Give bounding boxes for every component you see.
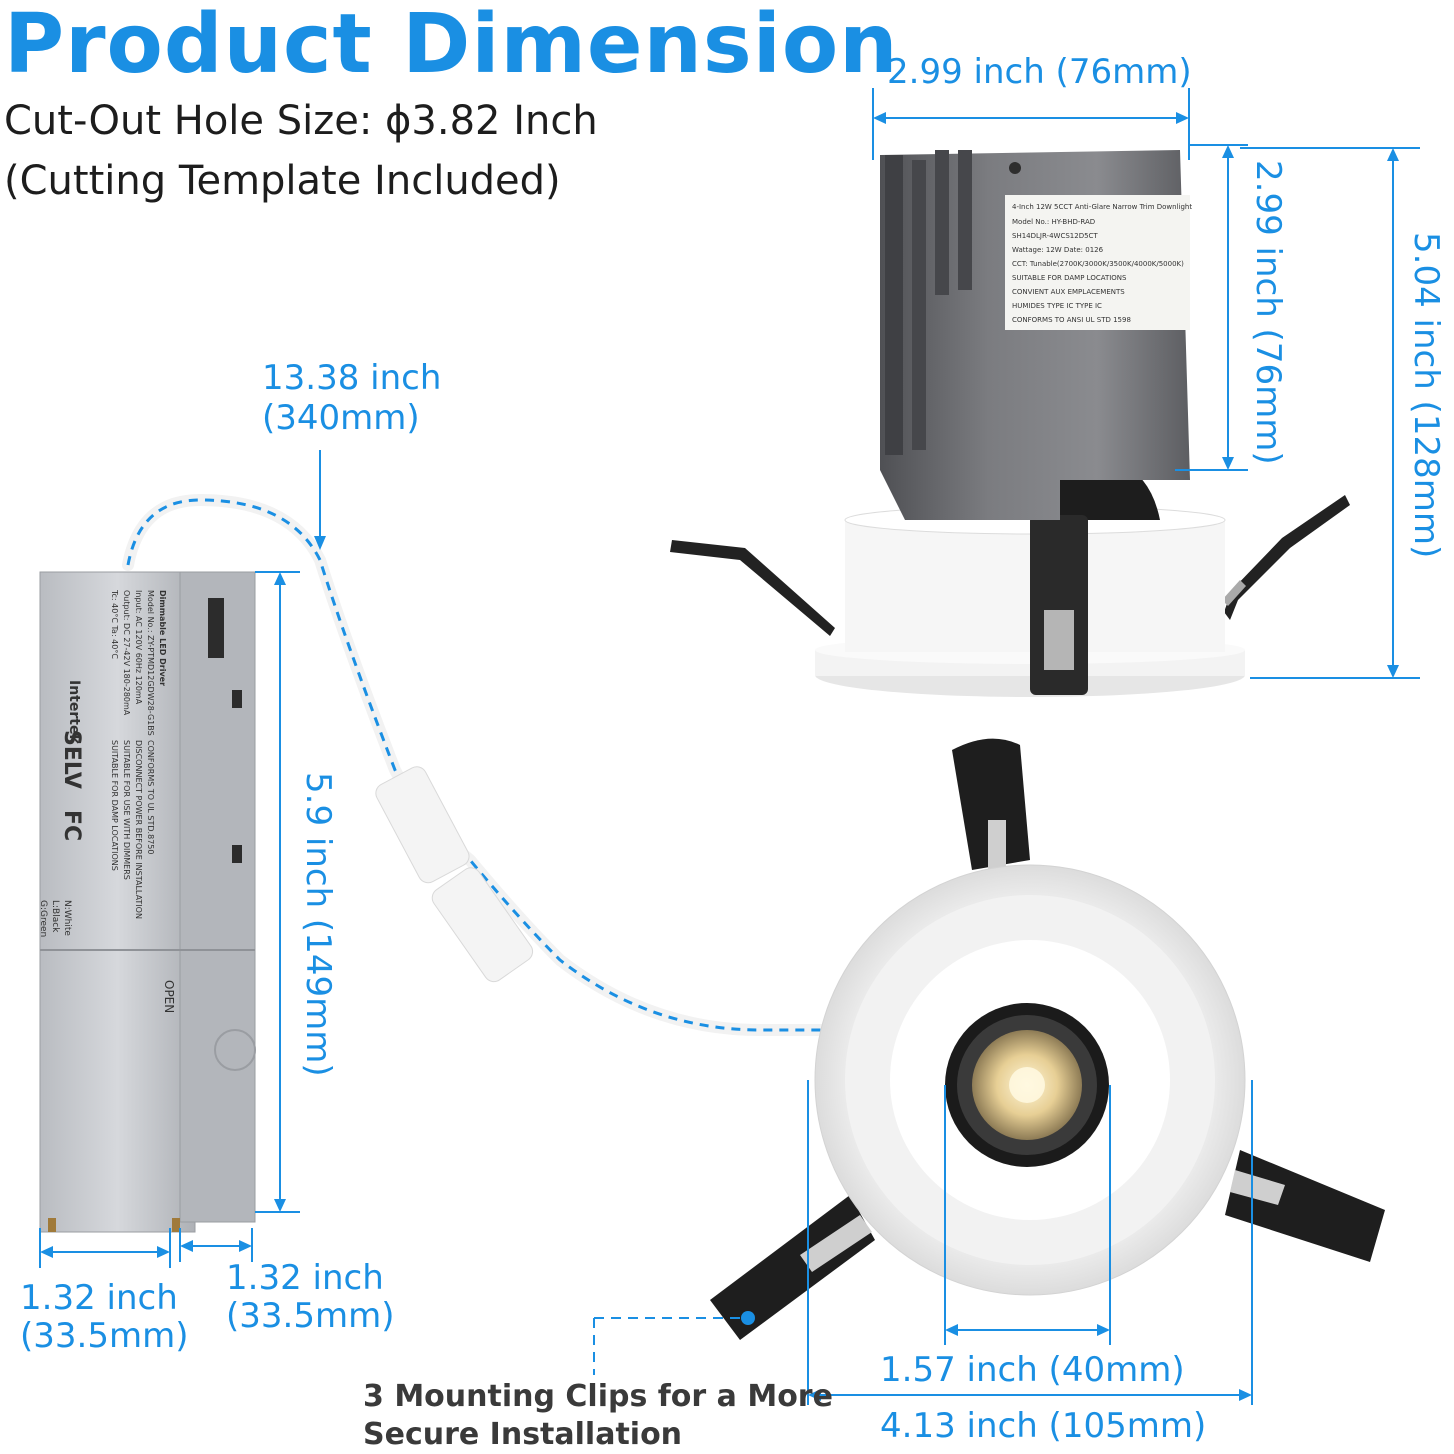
housing-label-line: Model No.: HY-BHD-RAD xyxy=(1012,218,1095,226)
cutout-size-text: Cut-Out Hole Size: ϕ3.82 Inch xyxy=(4,98,598,144)
housing-label-text: 4-Inch 12W 5CCT Anti-Glare Narrow Trim D… xyxy=(1012,203,1192,324)
driver-label-line: Tc: 40°C Ta: 40°C xyxy=(110,589,119,659)
dimension-lines xyxy=(39,88,1420,1405)
housing-label-line: Wattage: 12W Date: 0126 xyxy=(1012,246,1104,254)
driver-mark-fc: FC xyxy=(59,810,84,841)
housing-label-line: SH14DLJR-4WCS12D5CT xyxy=(1012,232,1098,240)
housing-label-line: CCT: Tunable(2700K/3000K/3500K/4000K/500… xyxy=(1012,260,1184,268)
downlight-front-view xyxy=(710,738,1385,1340)
driver-label-line: DISCONNECT POWER BEFORE INSTALLATION xyxy=(134,740,143,919)
total-height-label: 5.04 inch (128mm) xyxy=(1406,232,1446,559)
cable-length-value: 13.38 inch xyxy=(262,358,442,398)
driver-side-face xyxy=(179,571,256,1223)
mounting-clips-note-line2: Secure Installation xyxy=(363,1417,683,1452)
driver-label-title: Dimmable LED Driver xyxy=(158,590,167,686)
housing-label-line: HUMIDES TYPE IC TYPE IC xyxy=(1012,302,1102,310)
driver-front-face xyxy=(39,571,196,1233)
housing-label-line: SUITABLE FOR DAMP LOCATIONS xyxy=(1012,274,1127,282)
housing-height-label: 2.99 inch (76mm) xyxy=(1248,160,1288,465)
driver-depth-value: 1.32 inch xyxy=(226,1258,384,1298)
housing-label-line: 4-Inch 12W 5CCT Anti-Glare Narrow Trim D… xyxy=(1012,203,1192,211)
spring-clip-right xyxy=(1224,495,1350,620)
driver-width-metric: (33.5mm) xyxy=(20,1316,189,1356)
cable-connector xyxy=(431,867,534,983)
driver-label-line: SUITABLE FOR DAMP LOCATIONS xyxy=(110,740,119,871)
cutting-template-text: (Cutting Template Included) xyxy=(4,158,561,204)
housing-width-label: 2.99 inch (76mm) xyxy=(887,52,1192,92)
led-driver-box xyxy=(39,571,256,1233)
driver-wire-label: L:Black xyxy=(50,900,60,933)
driver-wire-label: N:White xyxy=(62,900,72,936)
housing-label-line: CONFORMS TO ANSI UL STD 1598 xyxy=(1012,316,1131,324)
driver-label-line: Input: AC 120V 60Hz 120mA xyxy=(134,590,143,705)
driver-depth-metric: (33.5mm) xyxy=(226,1296,395,1336)
driver-cover-text: OPEN xyxy=(162,980,176,1013)
driver-length-label: 5.9 inch (149mm) xyxy=(298,772,338,1077)
spring-clip-left xyxy=(670,540,835,636)
driver-width-value: 1.32 inch xyxy=(20,1278,178,1318)
connection-cable xyxy=(122,493,836,1036)
driver-label-line: CONFORMS TO UL STD.8750 xyxy=(146,740,155,854)
driver-label-text: Dimmable LED Driver Model No.: ZY-PTMD12… xyxy=(38,589,176,1013)
mounting-clips-note-line1: 3 Mounting Clips for a More xyxy=(363,1379,833,1414)
cable-connector xyxy=(375,766,470,884)
driver-wire-label: G:Green xyxy=(38,900,48,937)
mounting-clip-left xyxy=(710,1195,875,1340)
cable-length-metric: (340mm) xyxy=(262,398,420,438)
mounting-clip-top xyxy=(952,738,1030,870)
driver-label-line: Output: DC 27-42V 180-280mA xyxy=(122,590,131,716)
page-title: Product Dimension xyxy=(4,0,899,92)
housing-label xyxy=(1005,195,1190,330)
aperture-label: 1.57 inch (40mm) xyxy=(880,1350,1185,1390)
driver-label-line: Model No.: ZY-PTMD12GDW28-G1BS xyxy=(146,590,155,736)
driver-mark-intertek: Intertek xyxy=(66,680,82,744)
mounting-clip-right xyxy=(1225,1150,1385,1262)
downlight-side-view xyxy=(670,150,1350,697)
trim-diameter-label: 4.13 inch (105mm) xyxy=(880,1406,1207,1446)
driver-label-line: SUITABLE FOR USE WITH DIMMERS xyxy=(122,740,131,880)
driver-mark-selv: SELV xyxy=(59,730,84,789)
housing-label-line: CONVIENT AUX EMPLACEMENTS xyxy=(1012,288,1125,296)
